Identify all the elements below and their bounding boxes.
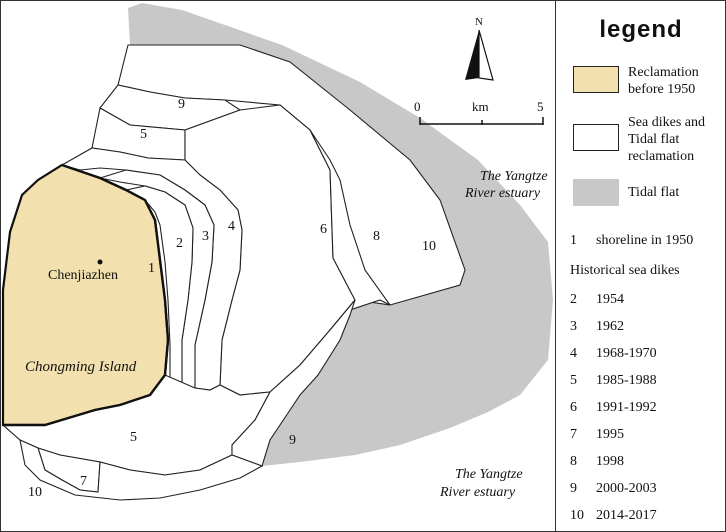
legend-label-reclamation-line1: Reclamation [628, 65, 699, 80]
legend-title: legend [599, 16, 683, 43]
legend-dike-num: 5 [570, 373, 577, 388]
label-shoreline-1: 1 [148, 261, 155, 276]
legend-dike-num: 8 [570, 454, 577, 469]
label-dike-8: 8 [373, 229, 380, 244]
scale-end: 5 [537, 99, 544, 114]
label-dike-9-lower: 9 [289, 433, 296, 448]
label-dike-10-upper: 10 [422, 239, 436, 254]
legend-label-dikes: Sea dikes and Tidal flat reclamation [628, 114, 705, 165]
scale-bar: 0 km 5 [414, 99, 544, 125]
legend-shoreline-num: 1 [570, 233, 577, 248]
legend-dike-num: 6 [570, 400, 577, 415]
scale-start: 0 [414, 99, 421, 114]
legend-label-reclamation: Reclamation before 1950 [628, 64, 699, 98]
legend-label-tidal-flat: Tidal flat [628, 185, 680, 200]
dike-2014-lower [19, 439, 264, 501]
dike-1998 [309, 129, 391, 331]
label-dike-6: 6 [320, 222, 327, 237]
label-dike-3: 3 [202, 229, 209, 244]
legend-dike-year: 1985-1988 [596, 373, 657, 388]
map-canvas: Chenjiazhen Chongming Island 1 2 3 4 5 5… [1, 3, 553, 501]
legend-panel: legend Reclamation before 1950 Sea dikes… [556, 0, 726, 532]
tidal-flat-area [128, 3, 553, 466]
legend-historical-title: Historical sea dikes [570, 263, 680, 278]
estuary-upper-line2: River estuary [464, 186, 541, 201]
estuary-lower-line1: The Yangtze [455, 467, 523, 482]
north-label: N [475, 16, 483, 28]
label-dike-5-lower: 5 [130, 430, 137, 445]
legend-dike-num: 4 [570, 346, 577, 361]
legend-label-dikes-line3: reclamation [628, 149, 695, 164]
legend-dike-year: 1954 [596, 292, 624, 307]
legend-dike-year: 2014-2017 [596, 508, 657, 523]
legend-dike-num: 10 [570, 508, 584, 523]
legend-dike-year: 1995 [596, 427, 624, 442]
scale-unit: km [472, 99, 489, 114]
legend-dike-year: 2000-2003 [596, 481, 657, 496]
legend-dike-year: 1991-1992 [596, 400, 657, 415]
north-arrow-left-icon [465, 30, 479, 80]
legend-dike-num: 9 [570, 481, 577, 496]
island-name: Chongming Island [25, 359, 137, 375]
label-dike-5-upper: 5 [140, 127, 147, 142]
legend-dike-num: 7 [570, 427, 577, 442]
legend-shoreline-text: shoreline in 1950 [596, 233, 694, 248]
legend-swatch-reclamation [573, 66, 619, 93]
label-dike-9-upper: 9 [178, 97, 185, 112]
legend-dike-year: 1968-1970 [596, 346, 657, 361]
dike-polygons [1, 44, 466, 501]
estuary-lower-line2: River estuary [439, 485, 516, 500]
shoreline-1950 [3, 163, 170, 427]
legend-dike-num: 3 [570, 319, 577, 334]
label-dike-4: 4 [228, 219, 235, 234]
north-arrow-right-icon [478, 29, 494, 81]
legend-swatch-dikes [573, 124, 619, 151]
legend-label-dikes-line1: Sea dikes and [628, 115, 705, 130]
dike-2000-lower [231, 299, 356, 467]
town-name: Chenjiazhen [48, 268, 118, 283]
legend-dike-num: 2 [570, 292, 577, 307]
legend-swatch-tidal-flat [573, 179, 619, 206]
legend-dike-year: 1962 [596, 319, 624, 334]
label-dike-10-lower: 10 [28, 485, 42, 500]
legend-divider [555, 0, 556, 532]
legend-label-reclamation-line2: before 1950 [628, 82, 696, 97]
estuary-upper-line1: The Yangtze [480, 169, 548, 184]
label-dike-7: 7 [80, 474, 87, 489]
label-dike-2: 2 [176, 236, 183, 251]
legend-label-dikes-line2: Tidal flat [628, 132, 680, 147]
town-marker [97, 259, 103, 265]
reclamation-before-1950 [1, 163, 170, 427]
north-arrow: N [465, 16, 494, 81]
legend-dike-year: 1998 [596, 454, 624, 469]
